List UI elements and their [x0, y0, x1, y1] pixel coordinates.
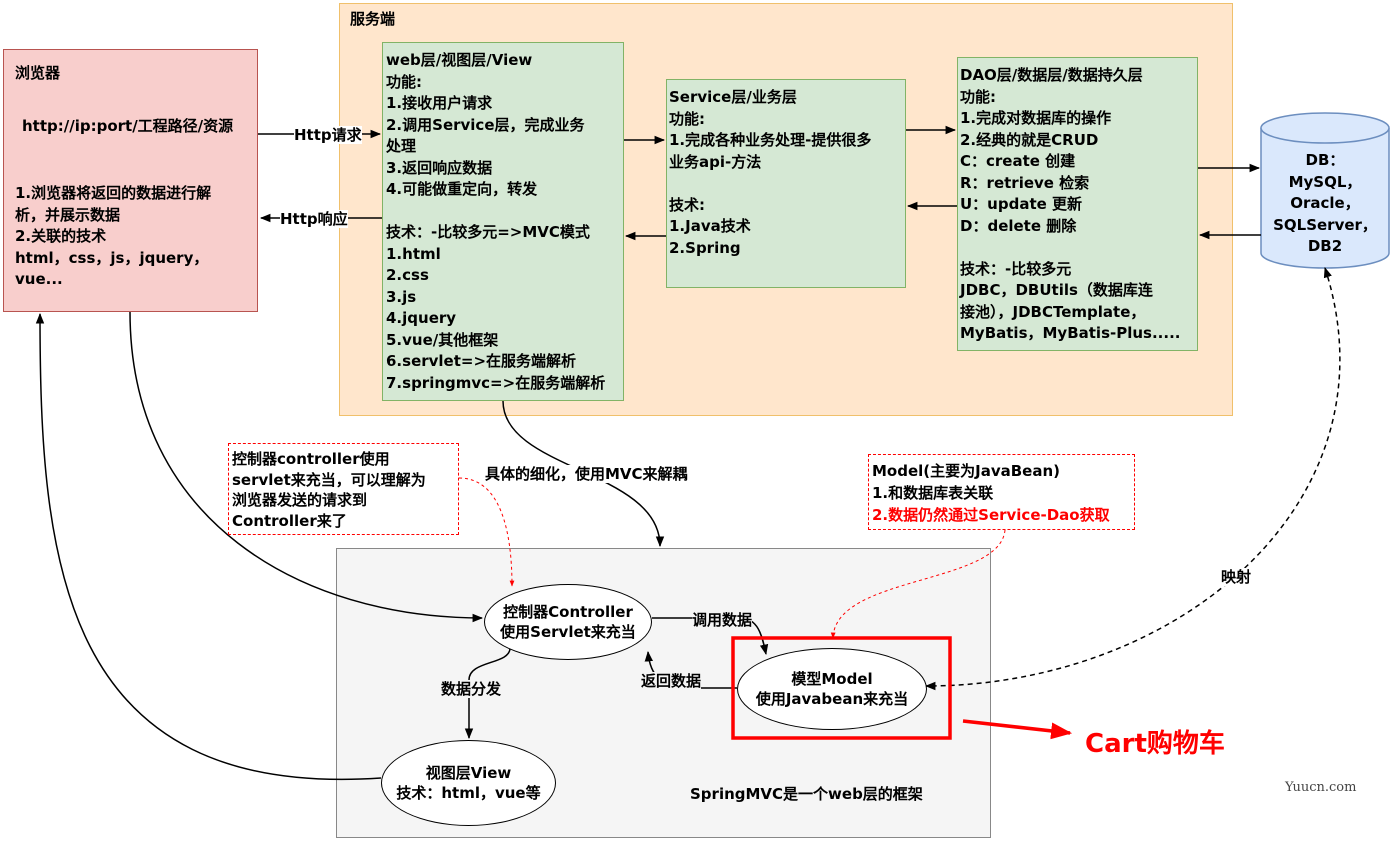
browser-title: 浏览器 [15, 64, 61, 82]
controller-node: 控制器Controller 使用Servlet来充当 [484, 584, 652, 660]
mapping-label: 映射 [1221, 568, 1252, 586]
view-to-browser-arrow [35, 312, 382, 781]
return-data-label: 返回数据 [641, 672, 702, 690]
controller-node-line2: 使用Servlet来充当 [500, 623, 636, 641]
note-model-pointer [830, 529, 1006, 639]
web-layer-box [382, 42, 624, 401]
web-layer-text: web层/视图层/View 功能: 1.接收用户请求 2.调用Service层，… [386, 51, 606, 392]
cart-label: Cart购物车 [1085, 729, 1225, 759]
controller-note-text: 控制器controller使用 servlet来充当，可以理解为 浏览器发送的请… [232, 450, 426, 530]
controller-note-box [228, 443, 459, 535]
browser-to-controller-arrow [129, 311, 484, 623]
http-response-label: Http响应 [280, 210, 348, 228]
cart-arrow [962, 719, 1073, 740]
model-note-box [868, 454, 1135, 530]
dispatch-label: 数据分发 [441, 680, 502, 698]
browser-box [3, 49, 258, 312]
service-layer-text: Service层/业务层 功能: 1.完成各种业务处理-提供很多 业务api-方… [669, 88, 872, 257]
model-node: 模型Model 使用Javabean来充当 [737, 648, 927, 730]
http-request-label: Http请求 [294, 126, 362, 144]
model-note-line1: Model(主要为JavaBean) [872, 462, 1061, 480]
model-highlight-box [731, 636, 952, 740]
view-node-line2: 技术：html，vue等 [396, 784, 541, 802]
model-node-line2: 使用Javabean来充当 [755, 690, 909, 708]
browser-url: http://ip:port/工程路径/资源 [22, 117, 234, 135]
view-node: 视图层View 技术：html，vue等 [381, 740, 556, 826]
mapping-arrow [924, 267, 1341, 691]
model-note-line3: 2.数据仍然通过Service-Dao获取 [872, 506, 1110, 524]
controller-to-view-arrow [464, 647, 511, 740]
server-title: 服务端 [350, 10, 396, 28]
database-label: DB： MySQL， Oracle， SQLServer， DB2 [1273, 151, 1377, 255]
model-node-line1: 模型Model [791, 670, 873, 688]
database-cylinder [1260, 112, 1390, 269]
controller-node-line1: 控制器Controller [503, 603, 633, 621]
watermark: Yuucn.com [1285, 780, 1357, 795]
model-note-line2: 1.和数据库表关联 [872, 484, 994, 502]
framework-label: SpringMVC是一个web层的框架 [690, 785, 923, 803]
note-controller-pointer [458, 477, 515, 587]
refine-label: 具体的细化，使用MVC来解耦 [485, 465, 688, 483]
view-node-line1: 视图层View [425, 764, 512, 782]
service-layer-box [666, 79, 906, 288]
call-data-label: 调用数据 [692, 611, 753, 629]
browser-description: 1.浏览器将返回的数据进行解 析，并展示数据 2.关联的技术 html，css，… [15, 184, 212, 288]
